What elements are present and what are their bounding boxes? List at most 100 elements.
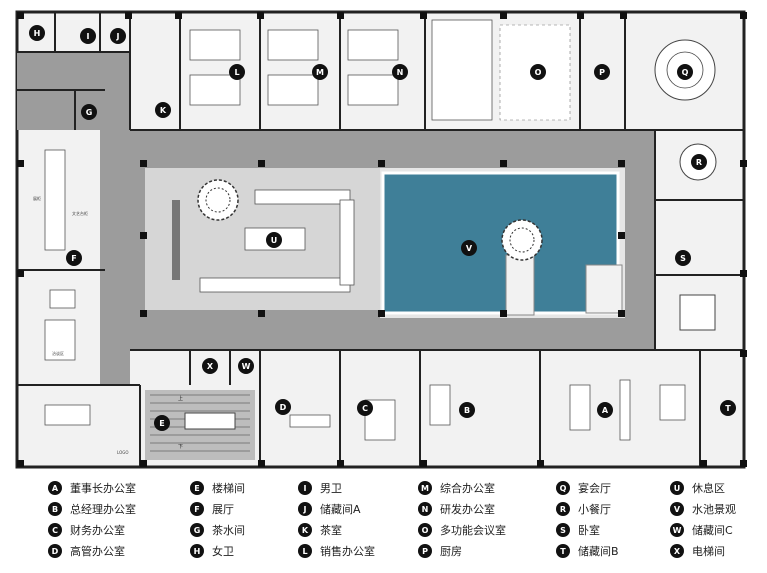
plan-badge-D: D: [275, 399, 291, 415]
legend-label: 厨房: [440, 545, 462, 558]
legend-item-i: I 男卫: [298, 479, 342, 497]
plan-badge-H: H: [29, 25, 45, 41]
legend-badge: I: [298, 481, 312, 495]
legend-badge: D: [48, 544, 62, 558]
legend-badge: E: [190, 481, 204, 495]
legend-label: 茶水间: [212, 524, 245, 537]
legend-badge: F: [190, 502, 204, 516]
legend-label: 储藏间A: [320, 503, 361, 516]
svg-text:M: M: [316, 68, 324, 77]
legend-label: 高管办公室: [70, 545, 125, 558]
legend-item-g: G 茶水间: [190, 521, 245, 539]
svg-text:E: E: [159, 419, 164, 428]
legend-label: 研发办公室: [440, 503, 495, 516]
legend-item-v: V 水池景观: [670, 500, 736, 518]
legend-badge: M: [418, 481, 432, 495]
legend-badge: L: [298, 544, 312, 558]
legend-label: 销售办公室: [320, 545, 375, 558]
showroom-label-b: 文艺台柜: [72, 210, 88, 216]
svg-text:U: U: [271, 236, 278, 245]
svg-text:V: V: [466, 244, 473, 253]
plan-badge-P: P: [594, 64, 610, 80]
svg-text:T: T: [725, 404, 731, 413]
legend-label: 水池景观: [692, 503, 736, 516]
legend-badge: C: [48, 523, 62, 537]
legend-badge: P: [418, 544, 432, 558]
legend-badge: B: [48, 502, 62, 516]
plan-badge-M: M: [312, 64, 328, 80]
svg-text:A: A: [602, 406, 609, 415]
tree-icon: [197, 179, 239, 221]
svg-text:C: C: [362, 404, 368, 413]
legend-badge: X: [670, 544, 684, 558]
legend-label: 楼梯间: [212, 482, 245, 495]
legend-label: 男卫: [320, 482, 342, 495]
plan-badge-G: G: [81, 104, 97, 120]
plan-badge-J: J: [110, 28, 126, 44]
legend-badge: H: [190, 544, 204, 558]
legend-badge: A: [48, 481, 62, 495]
tree-icon: [501, 219, 543, 261]
legend-label: 综合办公室: [440, 482, 495, 495]
legend-badge: R: [556, 502, 570, 516]
legend-label: 女卫: [212, 545, 234, 558]
svg-text:L: L: [234, 68, 239, 77]
legend-label: 董事长办公室: [70, 482, 136, 495]
legend-label: 储藏间C: [692, 524, 733, 537]
plan-badge-S: S: [675, 250, 691, 266]
svg-text:Q: Q: [682, 68, 689, 77]
showroom-label-a: 展柜: [33, 195, 41, 201]
legend-item-d: D 高管办公室: [48, 542, 125, 560]
legend-badge: K: [298, 523, 312, 537]
plan-badge-U: U: [266, 232, 282, 248]
legend-label: 多功能会议室: [440, 524, 506, 537]
svg-text:F: F: [71, 254, 76, 263]
showroom-label-c: 洽谈区: [52, 350, 64, 356]
legend-label: 宴会厅: [578, 482, 611, 495]
svg-text:S: S: [680, 254, 686, 263]
plan-badge-R: R: [691, 154, 707, 170]
legend-badge: U: [670, 481, 684, 495]
svg-text:K: K: [160, 106, 167, 115]
legend-item-k: K 茶室: [298, 521, 342, 539]
plan-badge-E: E: [154, 415, 170, 431]
plan-badge-V: V: [461, 240, 477, 256]
legend-badge: T: [556, 544, 570, 558]
legend-badge: G: [190, 523, 204, 537]
plan-badge-L: L: [229, 64, 245, 80]
legend-label: 展厅: [212, 503, 234, 516]
svg-text:X: X: [207, 362, 214, 371]
plan-badge-K: K: [155, 102, 171, 118]
plan-badge-A: A: [597, 402, 613, 418]
svg-text:B: B: [464, 406, 470, 415]
pool: [381, 171, 620, 315]
legend-badge: V: [670, 502, 684, 516]
svg-text:O: O: [535, 68, 542, 77]
legend-item-w: W 储藏间C: [670, 521, 733, 539]
legend-label: 总经理办公室: [70, 503, 136, 516]
stair-up-label: 上: [178, 395, 183, 402]
legend-label: 休息区: [692, 482, 725, 495]
legend-item-m: M 综合办公室: [418, 479, 495, 497]
legend-badge: N: [418, 502, 432, 516]
legend-badge: W: [670, 523, 684, 537]
plan-badge-C: C: [357, 400, 373, 416]
svg-text:H: H: [34, 29, 41, 38]
svg-text:J: J: [116, 32, 120, 41]
legend-item-n: N 研发办公室: [418, 500, 495, 518]
plan-badge-I: I: [80, 28, 96, 44]
legend-label: 小餐厅: [578, 503, 611, 516]
legend-label: 茶室: [320, 524, 342, 537]
logo-label: LOGO: [117, 450, 128, 455]
plan-badge-O: O: [530, 64, 546, 80]
legend-item-e: E 楼梯间: [190, 479, 245, 497]
legend-badge: S: [556, 523, 570, 537]
